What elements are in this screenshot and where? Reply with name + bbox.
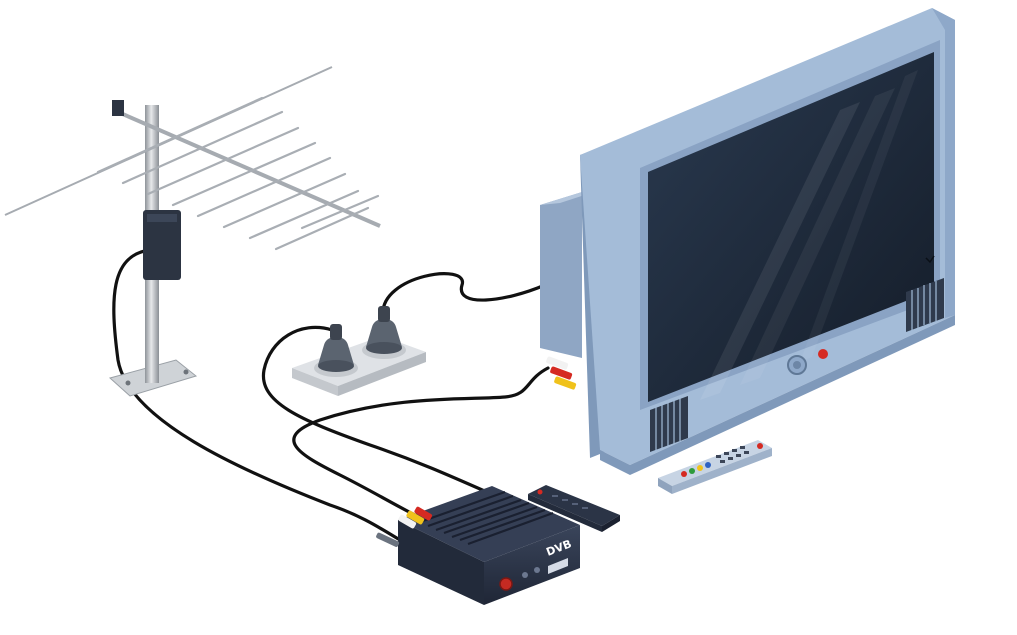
receiver-remote-icon <box>528 485 620 532</box>
tv-rca-plugs <box>546 356 577 390</box>
tv-speaker-left <box>650 396 688 452</box>
television-icon <box>540 8 955 475</box>
power-strip-icon <box>292 306 426 396</box>
remote-control-icon <box>658 440 772 494</box>
antenna-icon <box>4 66 381 397</box>
plug-tv <box>366 306 402 354</box>
tv-screen <box>648 52 934 402</box>
tv-speaker-right <box>906 278 944 332</box>
cables <box>112 248 550 542</box>
av-cable <box>292 366 550 517</box>
set-top-box-icon: DVB <box>376 486 580 605</box>
plug-receiver <box>318 324 354 372</box>
tv-power-led <box>818 349 828 359</box>
antenna-coax-cable <box>112 248 402 542</box>
receiver-rca-plugs <box>398 506 433 529</box>
receiver-power-cable <box>261 325 507 502</box>
receiver-power-button <box>499 577 513 591</box>
tv-power-cable <box>381 272 547 317</box>
